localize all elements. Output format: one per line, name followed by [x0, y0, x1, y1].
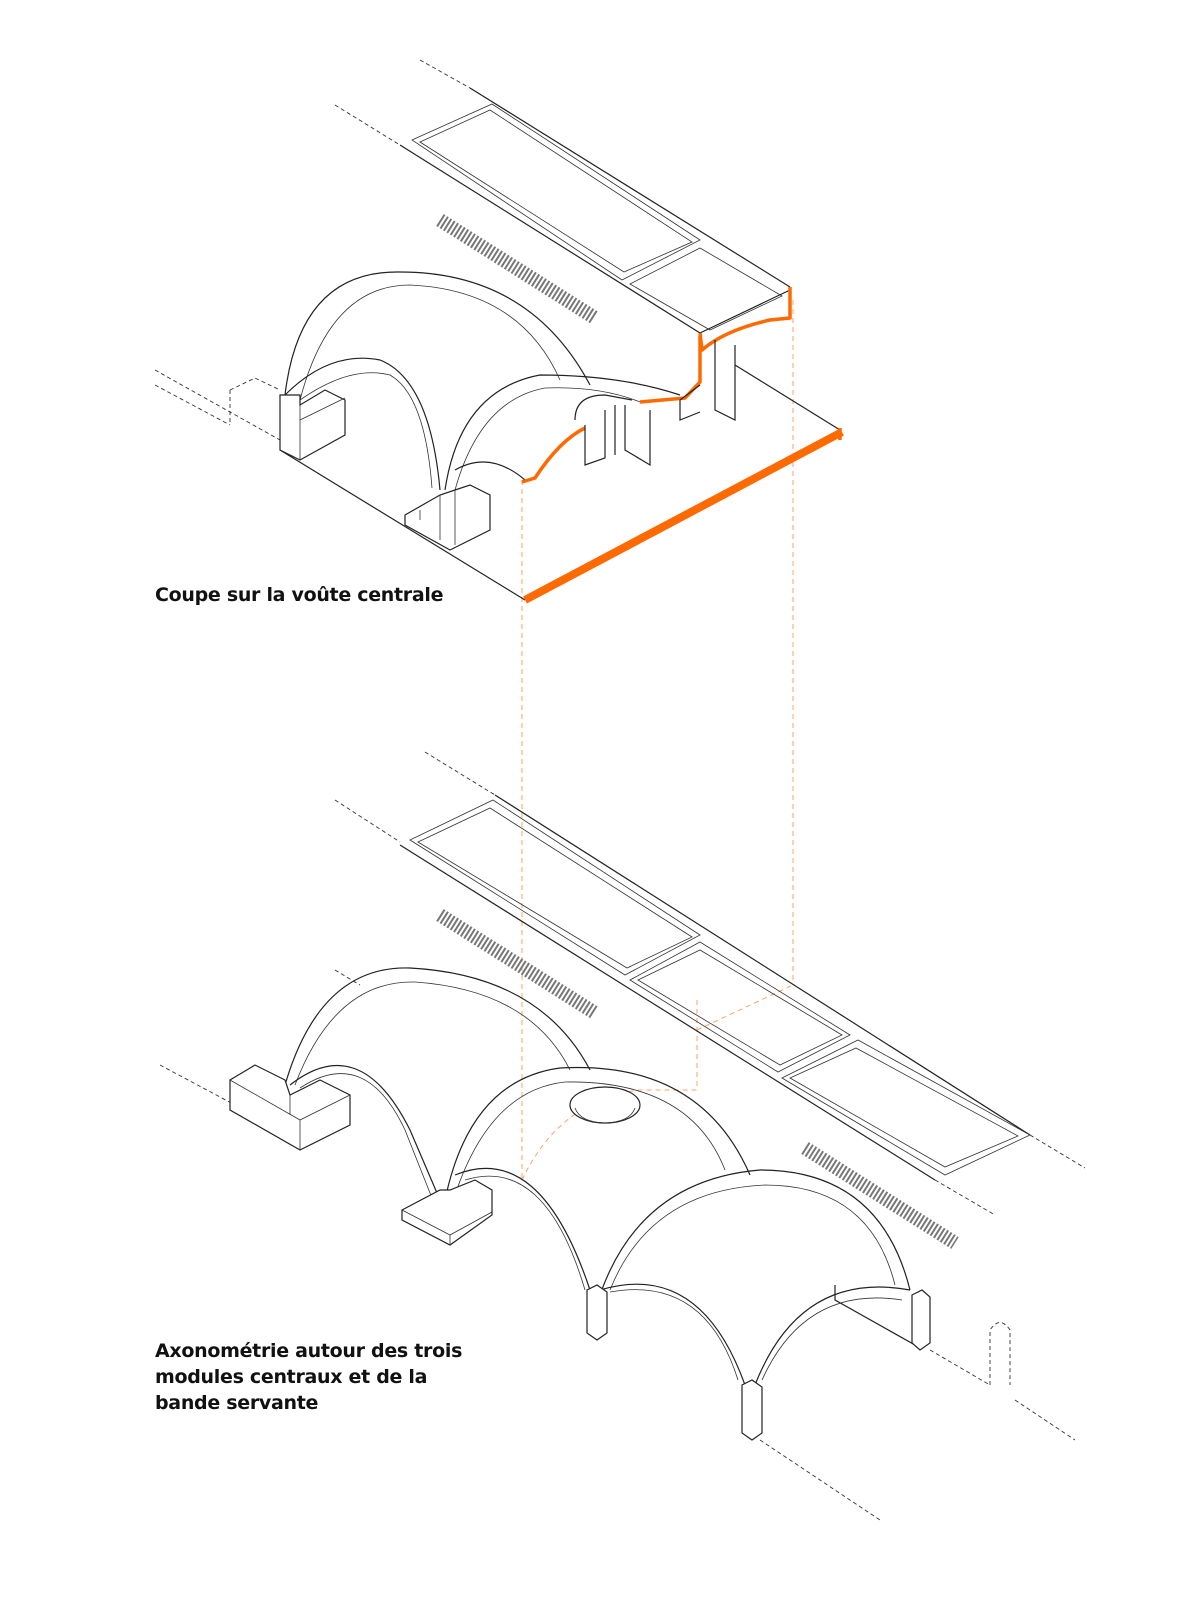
drawing-stroke — [154, 369, 281, 441]
drawing-stroke — [229, 1079, 351, 1150]
drawing-stroke — [279, 389, 346, 461]
drawing-stroke — [411, 103, 701, 281]
drawing-stroke — [299, 1073, 433, 1199]
drawing-stroke — [934, 1179, 996, 1216]
vaults-axo — [159, 967, 1076, 1521]
floor-cut-line — [523, 428, 844, 604]
vault-cut-line — [521, 426, 586, 484]
drawing-stroke — [159, 1064, 236, 1106]
axonometry-caption-line1: Axonométrie autour des trois — [155, 1340, 463, 1362]
ventilation-grille — [801, 1142, 959, 1249]
drawing-stroke — [586, 1284, 608, 1341]
drawing-stroke — [599, 1283, 746, 1386]
axonometry-caption-line3: bande servante — [155, 1392, 319, 1414]
drawing-stroke — [1029, 1134, 1086, 1169]
drawing-stroke — [401, 1209, 493, 1245]
drawing-stroke — [334, 104, 401, 146]
drawing-stroke — [154, 384, 231, 426]
drawing-stroke — [637, 949, 843, 1066]
projection-line — [696, 984, 794, 1031]
drawing-stroke — [289, 1064, 441, 1201]
drawing-stroke — [759, 1439, 881, 1521]
drawing-stroke — [454, 1081, 726, 1196]
drawing-stroke — [417, 807, 693, 969]
drawing-stroke — [399, 844, 936, 1181]
drawing-stroke — [284, 271, 591, 396]
drawing-stroke — [294, 981, 571, 1086]
vaults-section — [229, 271, 681, 551]
drawing-stroke — [404, 484, 491, 551]
drawing-stroke — [279, 449, 526, 601]
axonometry-drawing — [159, 751, 1086, 1521]
drawing-stroke — [574, 394, 633, 421]
drawing-stroke — [401, 1179, 493, 1246]
section-caption: Coupe sur la voûte centrale — [155, 584, 444, 606]
drawing-stroke — [741, 1379, 763, 1441]
drawing-stroke — [584, 405, 651, 467]
drawing-stroke — [789, 1047, 1019, 1168]
drawing-stroke — [469, 87, 791, 288]
drawing-stroke — [781, 1039, 1031, 1176]
drawing-stroke — [834, 1285, 916, 1346]
drawing-stroke — [494, 794, 1031, 1136]
drawing-stroke — [454, 461, 526, 481]
drawing-stroke — [599, 1169, 911, 1296]
drawing-stroke — [929, 1322, 1076, 1441]
drawing-stroke — [679, 340, 736, 421]
drawing-stroke — [754, 1286, 911, 1386]
drawing-stroke — [761, 1297, 903, 1381]
drawing-stroke — [299, 397, 346, 460]
drawing-stroke — [284, 967, 591, 1086]
drawing-stroke — [629, 247, 783, 331]
drawing-stroke — [629, 941, 851, 1073]
drawing-stroke — [334, 799, 401, 843]
drawing-stroke — [911, 1289, 931, 1351]
drawing-stroke — [609, 1184, 896, 1291]
drawing-stroke — [574, 1107, 636, 1124]
drawing-stroke — [424, 751, 496, 796]
drawing-stroke — [464, 1175, 586, 1291]
drawing-stroke — [334, 969, 361, 986]
drawing-stroke — [444, 374, 681, 491]
drawing-stroke — [299, 372, 433, 489]
drawing-stroke — [229, 377, 281, 425]
drawing-stroke — [284, 357, 441, 491]
drawing-stroke — [444, 1066, 751, 1201]
oculus — [569, 1086, 641, 1124]
ventilation-grille — [436, 909, 599, 1019]
section-drawing — [154, 59, 844, 604]
axonometry-caption-line2: modules centraux et de la — [155, 1366, 428, 1388]
drawing-stroke — [419, 490, 456, 545]
drawing-stroke — [699, 289, 791, 334]
drawing-stroke — [454, 387, 641, 491]
drawing-stroke — [419, 109, 693, 273]
floor-slab — [154, 369, 844, 604]
drawing-stroke — [399, 144, 701, 334]
drawing-stroke — [734, 364, 841, 431]
drawing-stroke — [454, 1167, 596, 1301]
drawing-stroke — [299, 284, 561, 401]
drawing-stroke — [419, 59, 471, 89]
drawing-stroke — [609, 1289, 739, 1381]
ventilation-grille — [436, 214, 599, 324]
service-band — [334, 751, 1086, 1216]
roof-slab — [334, 59, 841, 431]
drawing-stroke — [409, 799, 701, 976]
